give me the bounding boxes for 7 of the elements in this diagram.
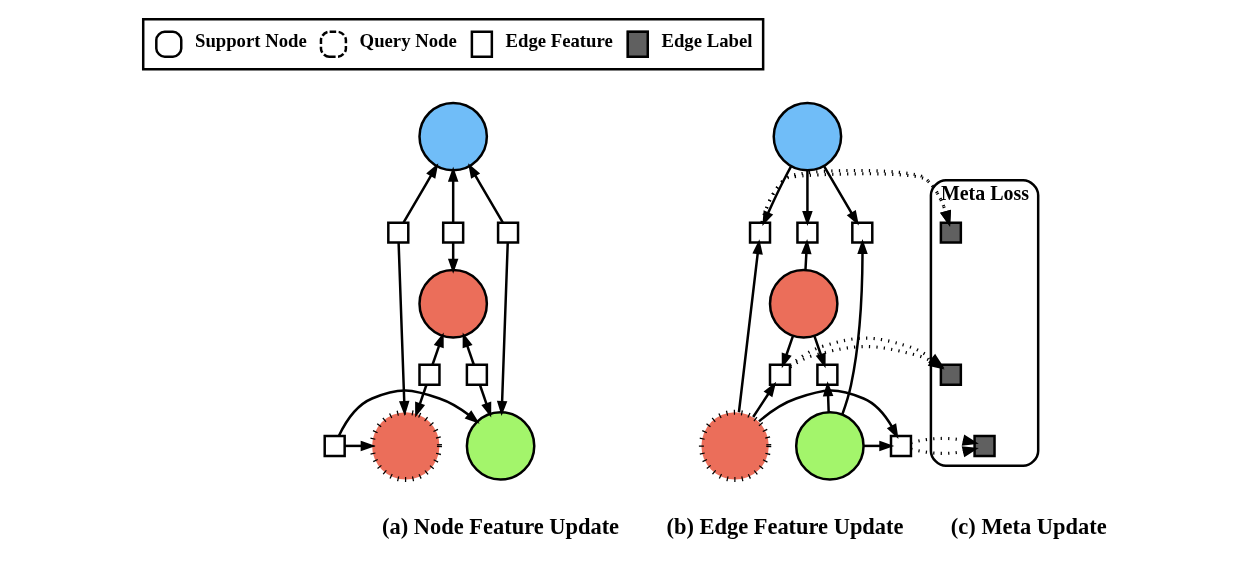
legend-label: Edge Feature: [505, 30, 613, 52]
label: (c) Meta Update: [950, 513, 1107, 539]
label: (b) Edge Feature Update: [666, 513, 904, 539]
legend-label: Support Node: [194, 30, 307, 52]
label: (a) Node Feature Update: [382, 513, 620, 539]
legend-label: Query Node: [359, 30, 457, 52]
legend-label: Edge Label: [661, 30, 753, 52]
